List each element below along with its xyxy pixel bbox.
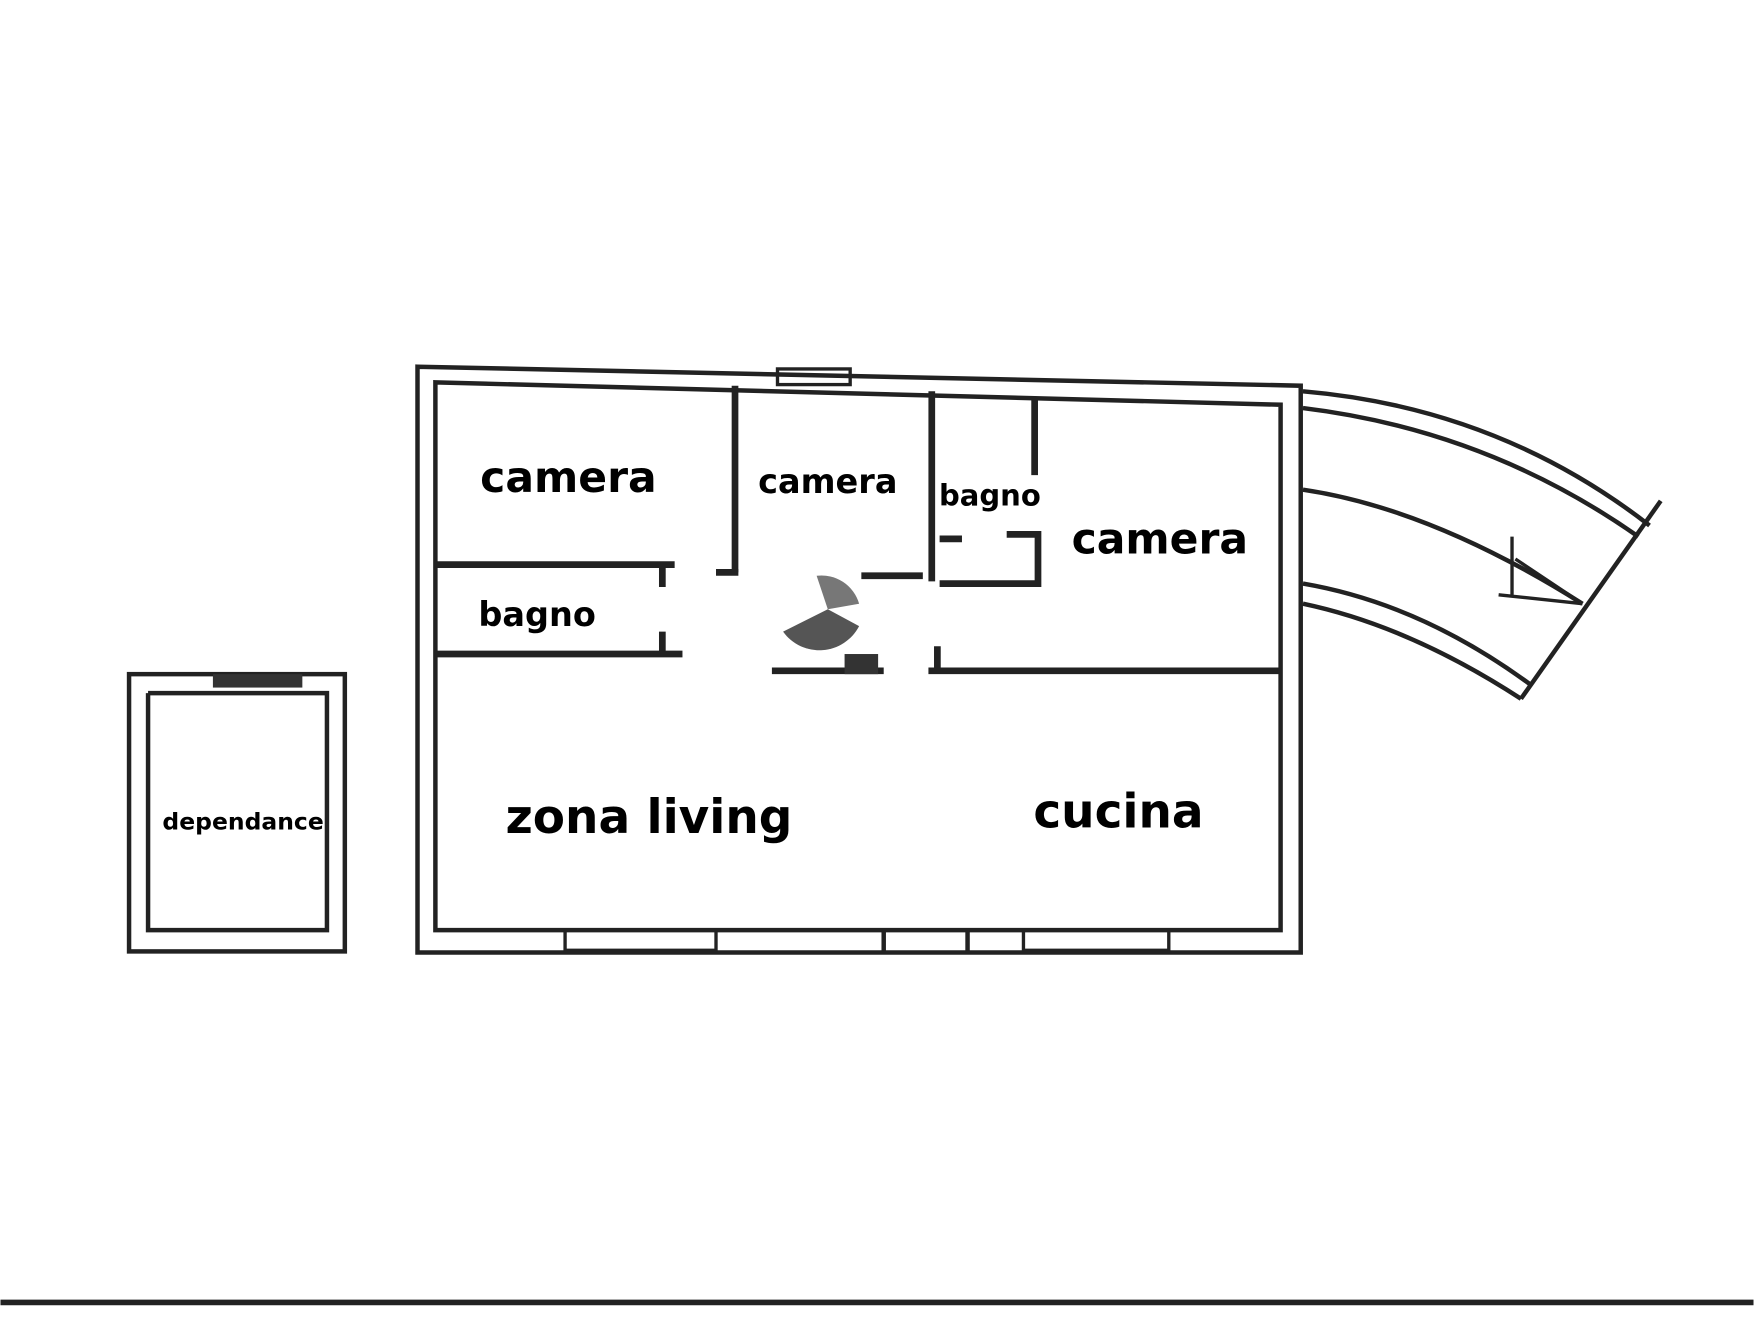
curved-terrace [1302, 389, 1663, 701]
room-label-camera: camera [480, 454, 656, 503]
room-label-dependance: dependance [162, 808, 323, 836]
room-label-camera: camera [1072, 515, 1249, 564]
room-label-bagno: bagno [478, 595, 596, 634]
room-label-bagno: bagno [939, 478, 1041, 512]
main-building-walls [415, 364, 1303, 955]
room-label-cucina: cucina [1033, 784, 1203, 839]
spiral-staircase-icon [783, 575, 879, 675]
room-label-camera: camera [758, 462, 897, 501]
dependance-building [126, 671, 348, 954]
room-label-zona-living: zona living [505, 790, 792, 845]
